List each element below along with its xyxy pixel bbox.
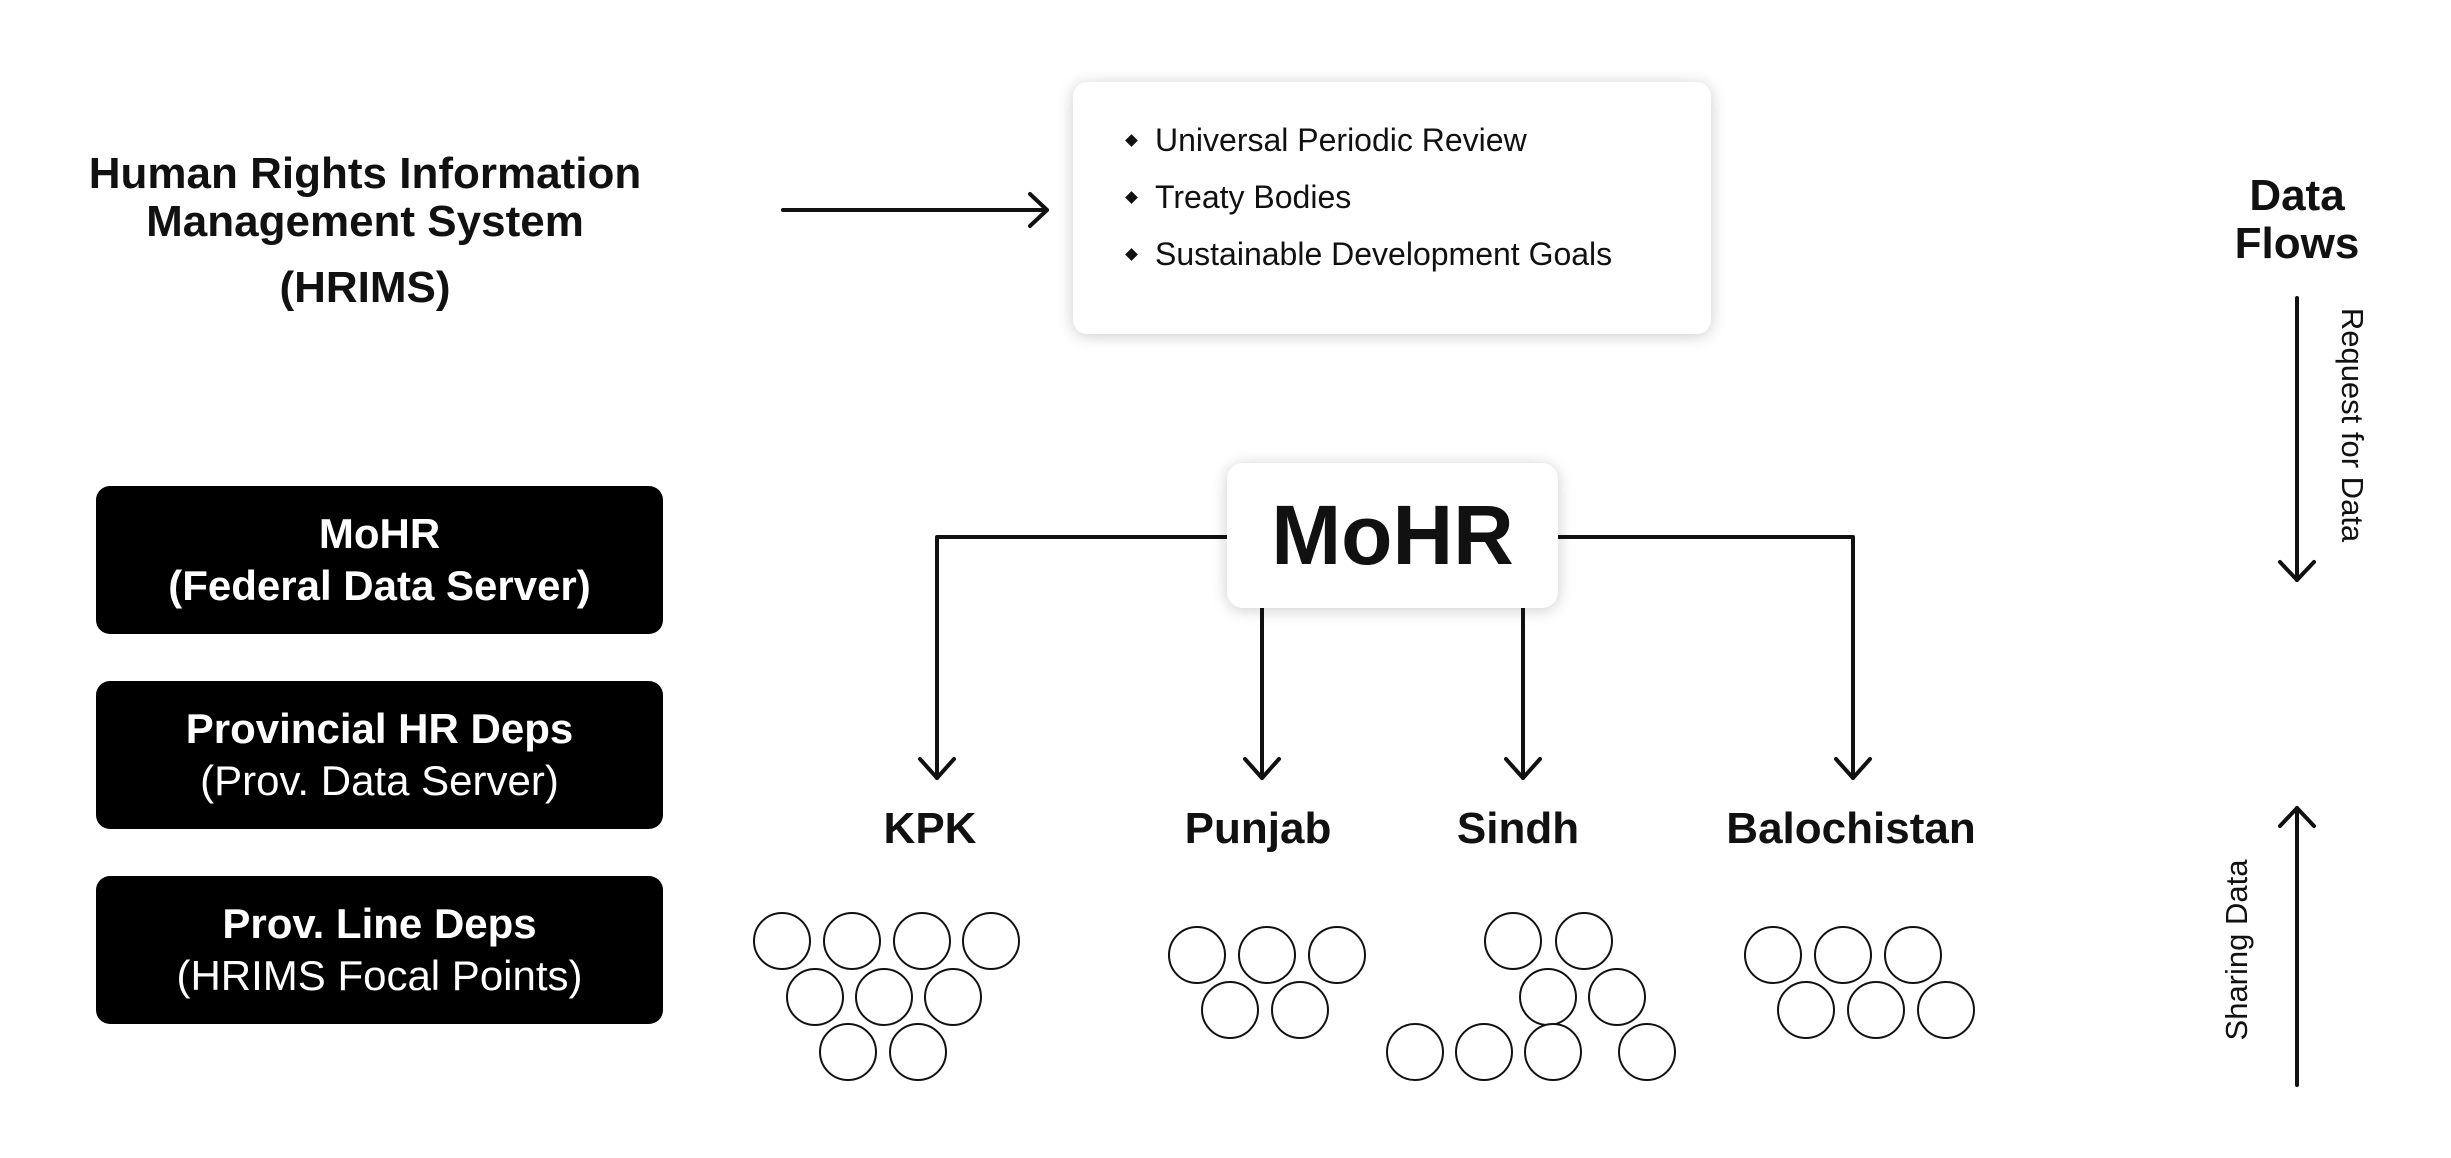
arrowhead-punjab [1243, 757, 1281, 780]
focal-point-circle-balochistan [1884, 926, 1942, 984]
focal-point-circle-sindh [1524, 1023, 1582, 1081]
reporting-mechanisms-box: Universal Periodic Review Treaty Bodies … [1073, 82, 1711, 334]
focal-point-circle-balochistan [1744, 926, 1802, 984]
data-flows-title-line-1: Data [2249, 171, 2345, 220]
reporting-item-treaty-bodies: Treaty Bodies [1125, 169, 1711, 226]
request-for-data-label: Request for Data [2335, 307, 2370, 543]
system-acronym: (HRIMS) [279, 263, 451, 312]
focal-point-circle-kpk [786, 968, 844, 1026]
province-label-balochistan: Balochistan [1726, 804, 1976, 853]
focal-point-circle-punjab [1238, 926, 1296, 984]
level-federal-title: MoHR [318, 510, 441, 557]
province-label-kpk: KPK [883, 804, 977, 853]
focal-point-circle-sindh [1618, 1023, 1676, 1081]
reporting-item-upr: Universal Periodic Review [1125, 112, 1711, 169]
level-line-deps-box: Prov. Line Deps (HRIMS Focal Points) [96, 876, 663, 1024]
arrowhead-balochistan [1834, 757, 1872, 780]
reporting-item-sdg: Sustainable Development Goals [1125, 226, 1711, 283]
focal-point-circle-punjab [1168, 926, 1226, 984]
focal-point-circle-kpk [962, 912, 1020, 970]
focal-point-circle-punjab [1271, 981, 1329, 1039]
province-label-sindh: Sindh [1456, 804, 1580, 853]
level-federal-subtitle: (Federal Data Server) [168, 562, 591, 609]
data-flows-title: Data Flows [2197, 172, 2397, 268]
request-for-data-arrowhead [2278, 560, 2316, 582]
connector-mohr-balochistan [1556, 535, 1855, 780]
focal-point-circle-balochistan [1777, 981, 1835, 1039]
sharing-data-label: Sharing Data [2219, 859, 2254, 1041]
system-title-line-1: Human Rights Information [88, 149, 642, 198]
focal-point-circle-kpk [823, 912, 881, 970]
focal-point-circle-kpk [855, 968, 913, 1026]
level-provincial-title: Provincial HR Deps [185, 705, 574, 752]
focal-point-circle-sindh [1555, 912, 1613, 970]
system-title: Human Rights Information Management Syst… [50, 150, 680, 312]
sharing-data-arrowhead [2278, 806, 2316, 828]
arrowhead-kpk [918, 757, 956, 780]
focal-point-circle-sindh [1386, 1023, 1444, 1081]
focal-point-circle-sindh [1588, 968, 1646, 1026]
level-federal-box: MoHR (Federal Data Server) [96, 486, 663, 634]
focal-point-circle-balochistan [1847, 981, 1905, 1039]
connector-mohr-kpk [935, 535, 1229, 780]
level-provincial-box: Provincial HR Deps (Prov. Data Server) [96, 681, 663, 829]
focal-point-circle-kpk [924, 968, 982, 1026]
focal-point-circle-kpk [893, 912, 951, 970]
focal-point-circle-kpk [819, 1023, 877, 1081]
focal-point-circle-punjab [1308, 926, 1366, 984]
focal-point-circle-punjab [1201, 981, 1259, 1039]
level-provincial-subtitle: (Prov. Data Server) [200, 757, 559, 804]
focal-point-circle-sindh [1455, 1023, 1513, 1081]
focal-point-circle-balochistan [1814, 926, 1872, 984]
focal-point-circle-kpk [889, 1023, 947, 1081]
focal-point-circle-sindh [1484, 912, 1542, 970]
level-line-deps-title: Prov. Line Deps [222, 900, 537, 947]
level-line-deps-subtitle: (HRIMS Focal Points) [176, 952, 583, 999]
hrims-to-reporting-arrowhead [1028, 192, 1049, 228]
mohr-center-node: MoHR [1227, 463, 1558, 608]
reporting-list: Universal Periodic Review Treaty Bodies … [1125, 112, 1711, 283]
focal-point-circle-balochistan [1917, 981, 1975, 1039]
focal-point-circle-kpk [753, 912, 811, 970]
system-title-line-2: Management System [146, 197, 584, 246]
arrowhead-sindh [1504, 757, 1542, 780]
province-label-punjab: Punjab [1184, 804, 1332, 853]
data-flows-title-line-2: Flows [2234, 219, 2360, 268]
focal-point-circle-sindh [1519, 968, 1577, 1026]
